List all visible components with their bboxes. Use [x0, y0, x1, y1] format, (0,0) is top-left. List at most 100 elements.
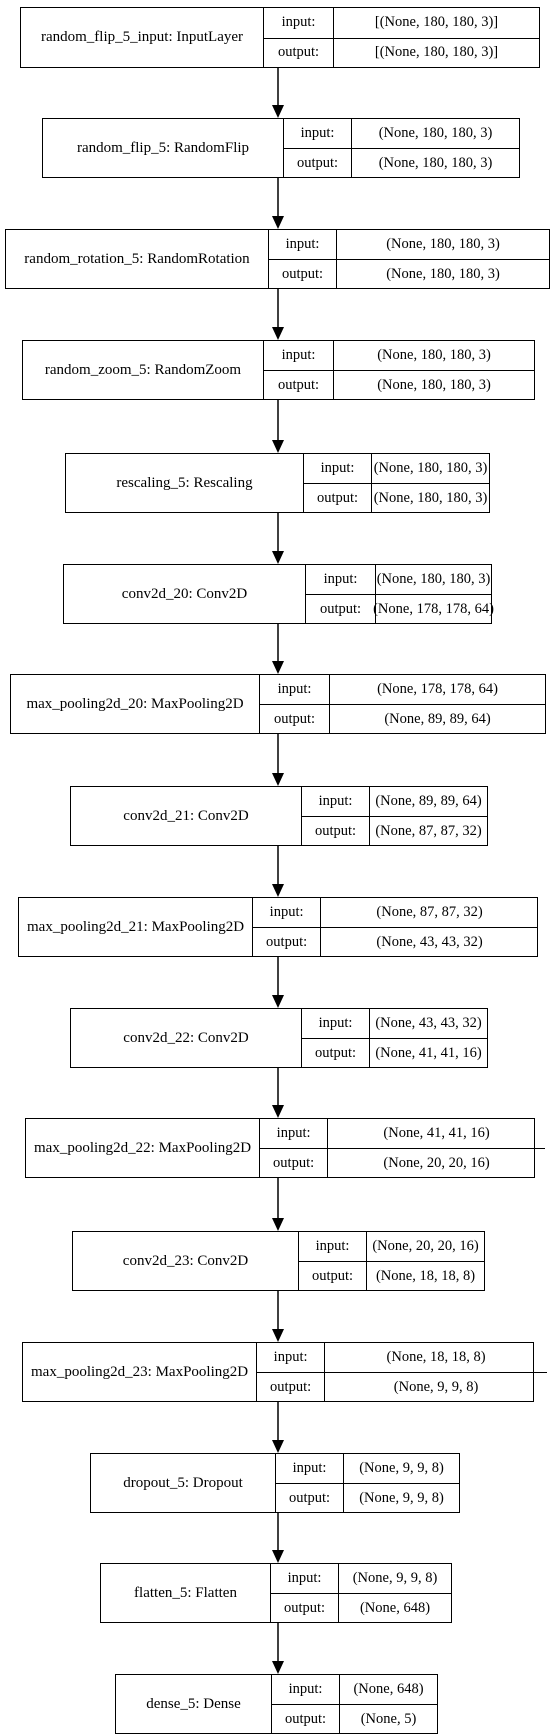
layer-node: conv2d_21: Conv2D input: (None, 89, 89, 64…	[70, 786, 488, 846]
input-shape: (None, 180, 180, 3)	[386, 236, 500, 252]
output-label: output:	[260, 1148, 329, 1177]
output-shape: (None, 180, 180, 3)	[337, 259, 549, 288]
input-label: input:	[284, 119, 352, 148]
output-label: output:	[253, 927, 322, 956]
output-label: output:	[284, 148, 352, 177]
output-label: output:	[264, 370, 334, 399]
layer-name: dense_5: Dense	[146, 1695, 241, 1712]
input-shape: (None, 20, 20, 16)	[372, 1238, 479, 1254]
input-shape: (None, 180, 180, 3)	[377, 347, 491, 363]
input-label: input:	[299, 1232, 367, 1261]
arrowhead-icon	[272, 884, 284, 897]
arrowhead-icon	[272, 1105, 284, 1118]
input-shape: (None, 43, 43, 32)	[375, 1015, 482, 1031]
input-shape: (None, 89, 89, 64)	[375, 793, 482, 809]
output-label: output:	[304, 483, 372, 512]
arrowhead-icon	[272, 551, 284, 564]
output-shape: (None, 180, 180, 3)	[352, 148, 519, 177]
input-label: input:	[264, 341, 334, 370]
input-label: input:	[271, 1564, 339, 1593]
input-label: input:	[306, 565, 376, 594]
output-label: output:	[302, 816, 370, 845]
input-label: input:	[302, 787, 370, 816]
input-shape: (None, 180, 180, 3)	[378, 125, 493, 141]
output-shape: (None, 178, 178, 64)	[373, 594, 494, 623]
arrowhead-icon	[272, 1218, 284, 1231]
arrowhead-icon	[272, 1329, 284, 1342]
output-label: output:	[306, 594, 376, 623]
arrowhead-icon	[272, 216, 284, 229]
input-label: input:	[264, 8, 334, 38]
layer-name: flatten_5: Flatten	[134, 1584, 237, 1601]
output-label: output:	[271, 1593, 339, 1622]
layer-name: max_pooling2d_22: MaxPooling2D	[34, 1139, 252, 1156]
output-label: output:	[276, 1483, 344, 1512]
layer-name: dropout_5: Dropout	[123, 1474, 243, 1491]
input-shape: (None, 180, 180, 3)	[376, 571, 491, 587]
output-shape: (None, 43, 43, 32)	[321, 927, 539, 956]
layer-name: conv2d_22: Conv2D	[123, 1029, 249, 1046]
input-label: input:	[304, 454, 372, 483]
input-label: input:	[272, 1675, 340, 1704]
input-label: input:	[253, 898, 322, 927]
output-shape: (None, 87, 87, 32)	[370, 816, 487, 845]
layer-name: random_flip_5: RandomFlip	[76, 139, 250, 156]
input-shape: (None, 9, 9, 8)	[352, 1570, 438, 1586]
arrowhead-icon	[272, 995, 284, 1008]
arrowhead-icon	[272, 1661, 284, 1674]
layer-name: max_pooling2d_23: MaxPooling2D	[31, 1363, 249, 1380]
input-shape: (None, 87, 87, 32)	[376, 904, 483, 920]
layer-name: conv2d_23: Conv2D	[122, 1252, 249, 1269]
layer-name: rescaling_5: Rescaling	[116, 474, 253, 491]
output-shape: (None, 5)	[340, 1704, 437, 1733]
layer-node: rescaling_5: Rescaling input:(None, 180, …	[65, 453, 490, 513]
arrowhead-icon	[272, 327, 284, 340]
layer-node: conv2d_22: Conv2D input: (None, 43, 43, 32…	[70, 1008, 488, 1068]
layer-name: random_flip_5_input: InputLayer	[40, 29, 244, 45]
input-shape: (None, 178, 178, 64)	[377, 681, 498, 697]
layer-node: flatten_5: Flatten input: (None, 9, 9, 8) o…	[100, 1563, 452, 1623]
layer-name: random_zoom_5: RandomZoom	[44, 361, 242, 378]
layer-node: conv2d_23: Conv2D input: (None, 20, 20, 16…	[72, 1231, 485, 1291]
output-shape: (None, 9, 9, 8)	[344, 1483, 459, 1512]
output-shape: (None, 648)	[339, 1593, 451, 1622]
output-shape: (None, 41, 41, 16)	[370, 1038, 487, 1067]
output-label: output:	[260, 704, 330, 733]
layer-name: conv2d_20: Conv2D	[121, 585, 248, 602]
input-shape: (None, 9, 9, 8)	[359, 1460, 444, 1476]
layer-name: max_pooling2d_20: MaxPooling2D	[26, 695, 244, 712]
arrowhead-icon	[272, 440, 284, 453]
arrowhead-icon	[272, 1550, 284, 1563]
arrowhead-icon	[272, 773, 284, 786]
input-shape: [(None, 180, 180, 3)]	[374, 14, 499, 31]
output-shape: [(None, 180, 180, 3)]	[334, 37, 539, 68]
output-shape: (None, 89, 89, 64)	[330, 704, 545, 733]
layer-node: conv2d_20: Conv2D input:(None, 180, 180, …	[63, 564, 494, 624]
input-shape: (None, 648)	[353, 1681, 424, 1697]
input-label: input:	[257, 1343, 326, 1372]
layer-node: max_pooling2d_23: MaxPooling2D input: (Non…	[22, 1342, 548, 1402]
layer-name: max_pooling2d_21: MaxPooling2D	[27, 918, 245, 935]
output-label: output:	[264, 37, 334, 67]
input-shape: (None, 180, 180, 3)	[373, 460, 488, 476]
output-label: output:	[299, 1261, 367, 1290]
output-label: output:	[302, 1038, 370, 1067]
output-label: output:	[272, 1704, 340, 1733]
arrowhead-icon	[272, 1440, 284, 1453]
layer-name: conv2d_21: Conv2D	[123, 807, 249, 824]
input-shape: (None, 18, 18, 8)	[386, 1349, 486, 1365]
input-label: input:	[302, 1009, 370, 1038]
layer-node: random_zoom_5: RandomZoom input: (None, 18…	[22, 340, 535, 400]
arrowhead-icon	[272, 661, 284, 674]
output-label: output:	[269, 259, 337, 288]
input-label: input:	[276, 1454, 344, 1483]
